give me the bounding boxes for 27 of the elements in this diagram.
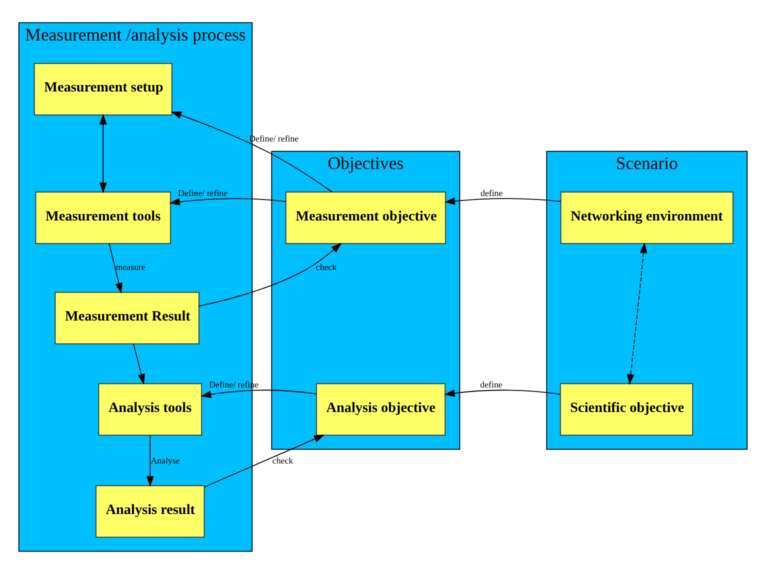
edge-label: define bbox=[480, 187, 503, 198]
arrow bbox=[200, 389, 317, 398]
edge-label: measure bbox=[116, 262, 146, 272]
edge-label: Analyse bbox=[150, 455, 180, 466]
edge-label: define bbox=[480, 378, 502, 389]
node-box: Analysis objective bbox=[316, 382, 446, 436]
node-box: Analysis result bbox=[96, 484, 205, 538]
arrow bbox=[146, 434, 154, 486]
node-box: Measurement Result bbox=[54, 291, 200, 344]
node-box: Scientific objective bbox=[560, 382, 694, 436]
edge-label: check bbox=[272, 455, 294, 466]
arrow bbox=[108, 242, 122, 294]
arrow bbox=[198, 242, 342, 306]
arrow bbox=[626, 242, 648, 384]
arrow bbox=[133, 342, 145, 384]
node-box: Networking environment bbox=[560, 191, 734, 244]
node-box: Analysis tools bbox=[98, 382, 202, 436]
arrow bbox=[169, 198, 286, 206]
edge-label: check bbox=[316, 262, 337, 272]
arrow bbox=[99, 113, 107, 193]
edge-label: Define/ refine bbox=[178, 187, 228, 198]
arrow bbox=[170, 111, 333, 192]
arrow bbox=[204, 434, 325, 487]
node-box: Measurement objective bbox=[285, 191, 446, 244]
node-box: Measurement setup bbox=[34, 62, 172, 115]
arrow bbox=[444, 196, 562, 204]
node-box: Measurement tools bbox=[35, 191, 171, 244]
